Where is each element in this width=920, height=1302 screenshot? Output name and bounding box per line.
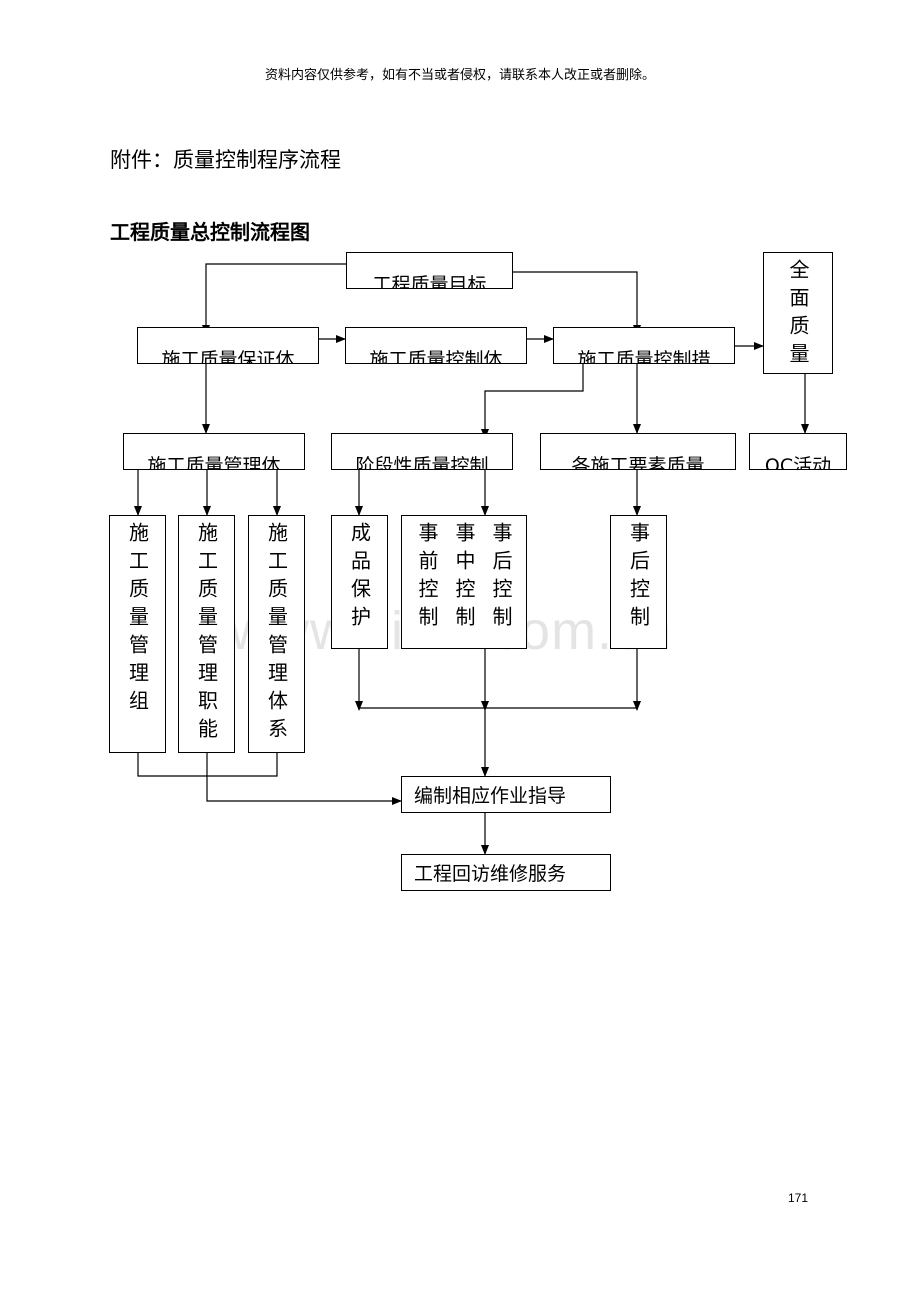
box-phase-control: 事前控制 事中控制 事后控制 (401, 515, 527, 649)
box-stage-quality-control: 阶段性质量控制 (331, 433, 513, 470)
box-construction-factors: 各施工要素质量 (540, 433, 736, 470)
attachment-title: 附件：质量控制程序流程 (110, 148, 341, 172)
label-pre-control: 事前控制 (415, 522, 439, 634)
connector-top-to-guarantee (202, 263, 346, 335)
box-qc-activity: QC活动 (749, 433, 847, 470)
chart-title: 工程质量总控制流程图 (110, 220, 310, 244)
connector-duty-to-guide (206, 752, 402, 805)
page-number: 171 (788, 1191, 809, 1205)
box-return-visit-service: 工程回访维修服务 (401, 854, 611, 891)
box-management-system: 施工质量管理体系 (248, 515, 305, 753)
box-total-quality: 全面质量 (763, 252, 833, 374)
connector-top-to-measures (513, 271, 641, 335)
box-work-instruction: 编制相应作业指导 (401, 776, 611, 813)
box-quality-management-system: 施工质量管理体 (123, 433, 305, 470)
disclaimer-text: 资料内容仅供参考，如有不当或者侵权，请联系本人改正或者删除。 (264, 68, 655, 83)
box-finished-protection: 成品保护 (331, 515, 388, 649)
box-quality-guarantee-system: 施工质量保证体 (137, 327, 319, 364)
box-management-group: 施工质量管理组 (109, 515, 166, 753)
box-post-control: 事后控制 (610, 515, 667, 649)
label-mid-control: 事中控制 (452, 522, 476, 634)
label-post-control: 事后控制 (489, 522, 513, 634)
box-project-quality-goal: 工程质量目标 (346, 252, 513, 289)
box-management-duty: 施工质量管理职能 (178, 515, 235, 753)
box-quality-control-system: 施工质量控制体 (345, 327, 527, 364)
box-quality-control-measures: 施工质量控制措 (553, 327, 735, 364)
connector-measures-to-stage (481, 363, 584, 439)
